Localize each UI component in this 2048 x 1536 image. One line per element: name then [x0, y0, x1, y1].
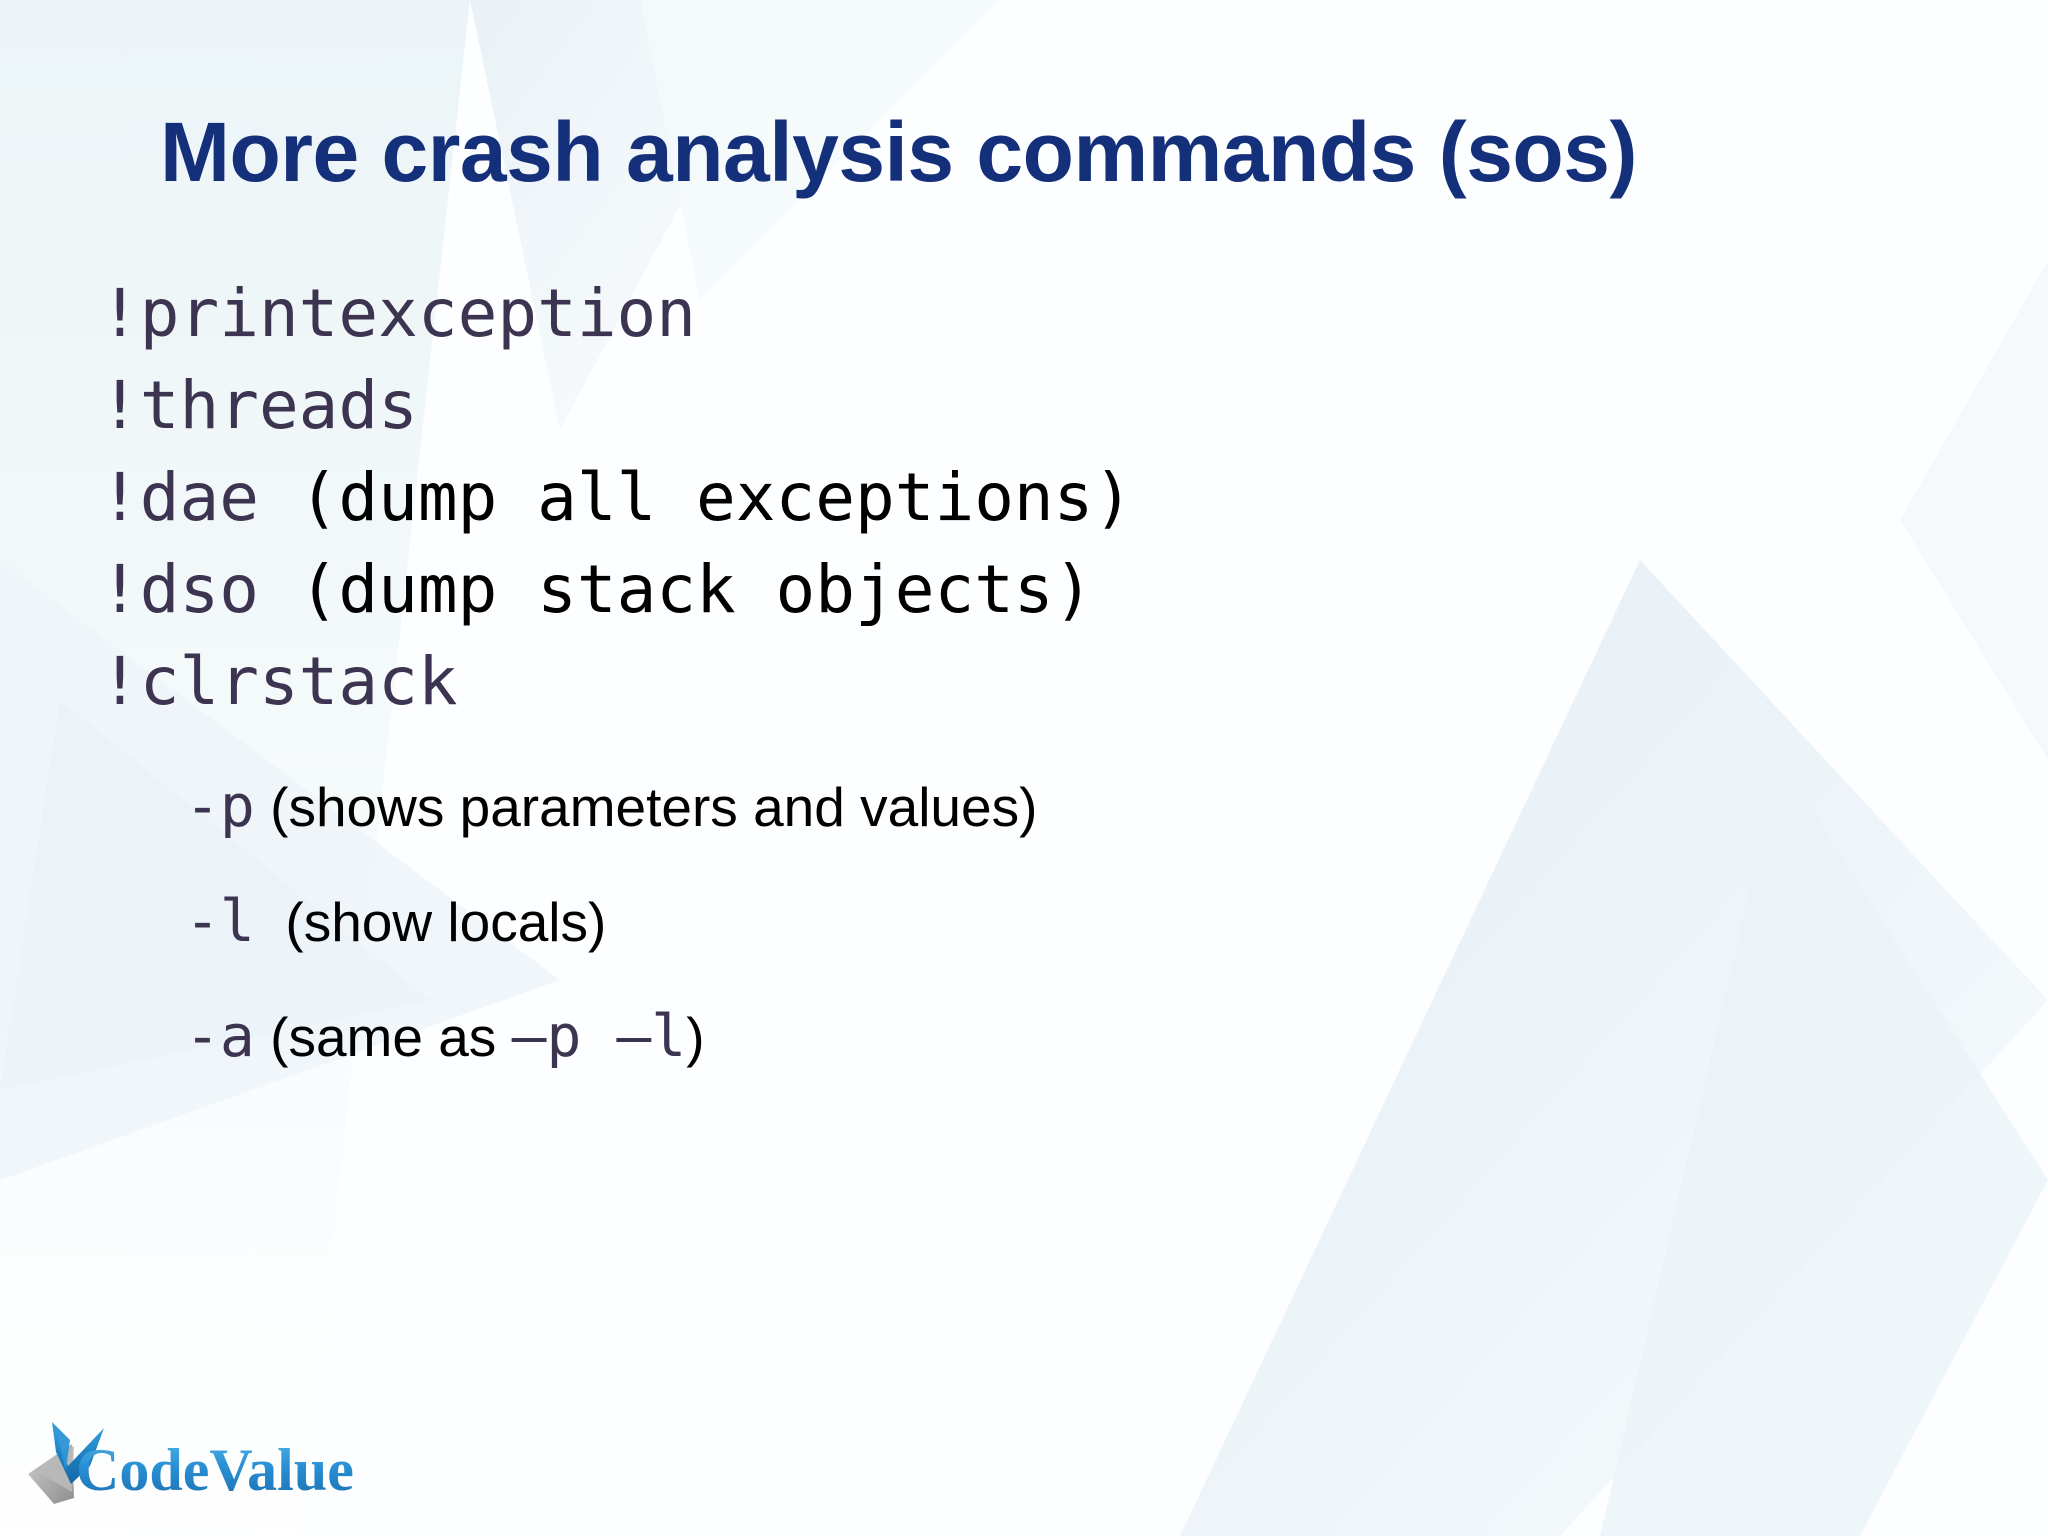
option-gap: [255, 891, 286, 953]
command-line: !dso (dump stack objects): [100, 544, 1980, 636]
slide-title: More crash analysis commands (sos): [160, 105, 1637, 199]
option-description: (show locals): [285, 891, 607, 953]
command-name: !dso: [100, 551, 259, 628]
codevalue-logo: CodeValue: [16, 1392, 376, 1522]
command-name: !clrstack: [100, 643, 458, 720]
option-flag: -l: [185, 887, 255, 955]
option-inline-code-p: –p: [511, 1002, 582, 1070]
option-line: -p (shows parameters and values): [185, 750, 1980, 865]
logo-checkmark-icon: [52, 1422, 104, 1484]
option-description-tail: ): [686, 1006, 705, 1068]
option-gap: [255, 1006, 270, 1068]
option-line: -a (same as –p –l): [185, 980, 1980, 1095]
option-inline-gap: [581, 1002, 616, 1070]
option-inline-code-l: –l: [616, 1002, 687, 1070]
command-name: !dae: [100, 459, 259, 536]
option-description: (shows parameters and values): [270, 776, 1038, 838]
logo-wordmark: CodeValue: [76, 1437, 354, 1503]
command-name: !printexception: [100, 275, 697, 352]
command-line: !dae (dump all exceptions): [100, 452, 1980, 544]
command-line: !threads: [100, 360, 1980, 452]
option-gap: [255, 776, 270, 838]
option-flag: -a: [185, 1002, 255, 1070]
command-name: !threads: [100, 367, 418, 444]
slide-body: !printexception !threads !dae (dump all …: [100, 268, 1980, 1095]
option-line: -l (show locals): [185, 865, 1980, 980]
option-flag: -p: [185, 772, 255, 840]
codevalue-logo-svg: CodeValue: [28, 1422, 354, 1504]
command-description: (dump stack objects): [258, 551, 1094, 628]
option-description: (same as: [270, 1006, 512, 1068]
command-description: (dump all exceptions): [258, 459, 1134, 536]
command-line: !printexception: [100, 268, 1980, 360]
logo-checkmark-highlight: [52, 1422, 70, 1470]
command-line: !clrstack: [100, 636, 1980, 728]
